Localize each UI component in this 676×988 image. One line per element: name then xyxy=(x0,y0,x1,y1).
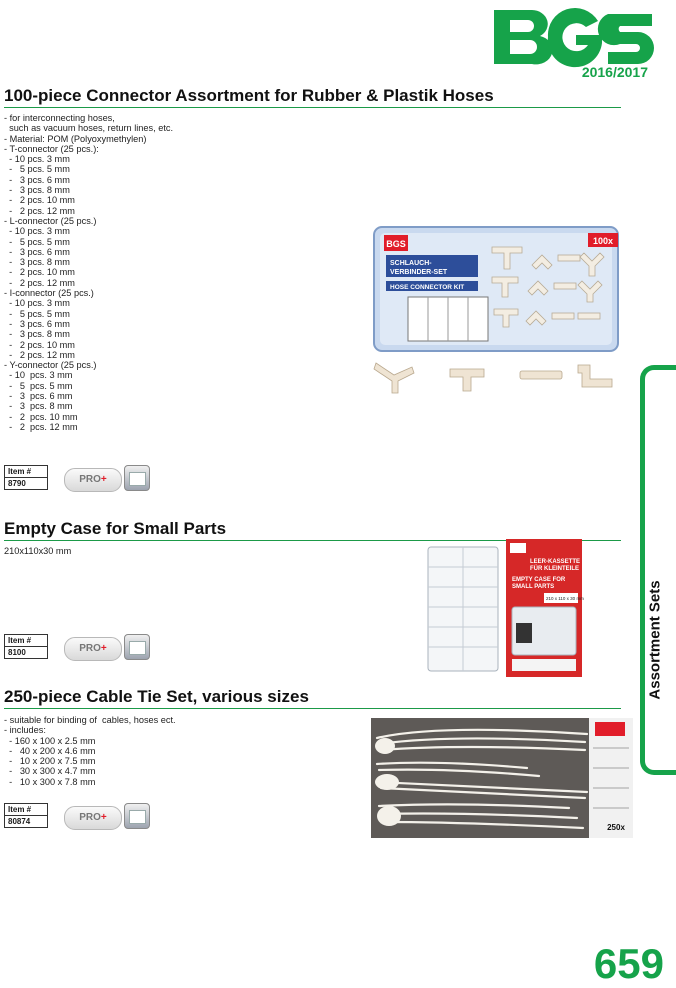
svg-text:HOSE CONNECTOR KIT: HOSE CONNECTOR KIT xyxy=(390,284,464,291)
item-number: 8790 xyxy=(5,477,47,489)
section-title-empty-case: Empty Case for Small Parts xyxy=(4,519,227,538)
section-divider xyxy=(4,540,621,541)
empty-case-photo: LEER-KASSETTE FÜR KLEINTEILE EMPTY CASE … xyxy=(427,539,584,677)
connector-description: - for interconnecting hoses, such as vac… xyxy=(4,113,174,432)
svg-text:250x: 250x xyxy=(607,823,625,832)
item-number: 80874 xyxy=(5,815,47,827)
svg-text:BGS: BGS xyxy=(386,239,406,249)
empty-case-description: 210x110x30 mm xyxy=(4,546,72,556)
pro-badge: PRO+ xyxy=(64,468,122,492)
svg-text:SCHLAUCH-: SCHLAUCH- xyxy=(390,260,432,267)
bgs-logo: 2016/2017 xyxy=(492,6,662,86)
case-icon xyxy=(124,465,150,491)
svg-text:SMALL PARTS: SMALL PARTS xyxy=(512,584,554,590)
category-label: Assortment Sets xyxy=(646,580,664,700)
svg-text:210 x 110 x 30 mm: 210 x 110 x 30 mm xyxy=(546,596,584,601)
item-label: Item # xyxy=(8,805,32,814)
case-icon xyxy=(124,634,150,660)
connector-kit-photo: BGS SCHLAUCH- VERBINDER-SET HOSE CONNECT… xyxy=(373,226,619,394)
section-divider xyxy=(4,107,621,108)
case-icon xyxy=(124,803,150,829)
item-label: Item # xyxy=(8,636,32,645)
page-number: 659 xyxy=(593,940,664,987)
cable-tie-description: - suitable for binding of cables, hoses … xyxy=(4,715,176,787)
item-number: 8100 xyxy=(5,646,47,658)
pro-badge: PRO+ xyxy=(64,806,122,830)
section-title-cable-tie-set: 250-piece Cable Tie Set, various sizes xyxy=(4,687,309,706)
bgs-logo-mark xyxy=(494,8,654,68)
svg-text:EMPTY CASE FOR: EMPTY CASE FOR xyxy=(512,577,566,583)
item-number-box: Item # 80874 xyxy=(4,803,48,828)
catalog-year: 2016/2017 xyxy=(581,64,648,80)
svg-text:FÜR KLEINTEILE: FÜR KLEINTEILE xyxy=(530,565,579,572)
svg-text:LEER-KASSETTE: LEER-KASSETTE xyxy=(530,559,580,565)
section-title-connector-assortment: 100-piece Connector Assortment for Rubbe… xyxy=(4,86,494,105)
pro-badge: PRO+ xyxy=(64,637,122,661)
svg-text:VERBINDER-SET: VERBINDER-SET xyxy=(390,269,448,276)
cable-tie-photo: 250x xyxy=(371,718,633,838)
svg-text:100x: 100x xyxy=(593,236,613,246)
section-divider xyxy=(4,708,621,709)
item-number-box: Item # 8100 xyxy=(4,634,48,659)
item-label: Item # xyxy=(8,467,32,476)
item-number-box: Item # 8790 xyxy=(4,465,48,490)
category-side-tab xyxy=(640,365,676,775)
